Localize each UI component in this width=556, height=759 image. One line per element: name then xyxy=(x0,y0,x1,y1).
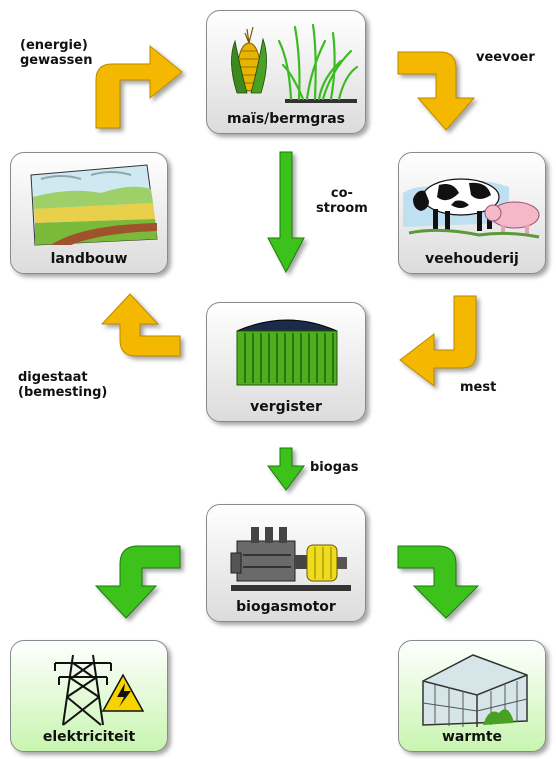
biogas-label: biogas xyxy=(310,460,359,475)
elektriciteit-node: elektriciteit xyxy=(10,640,168,752)
corn-grass-icon xyxy=(231,23,359,103)
mest-arrow xyxy=(399,295,477,388)
digestaat-arrow xyxy=(100,293,181,357)
cow-pig-icon xyxy=(403,178,540,239)
veehouderij-node: veehouderij xyxy=(398,152,546,274)
energie-gewassen-label: (energie) gewassen xyxy=(20,38,93,68)
biogasmotor-node: biogasmotor xyxy=(206,504,366,622)
mais-bermgras-label: maïs/bermgras xyxy=(227,111,345,127)
biogasmotor-label: biogasmotor xyxy=(236,599,336,615)
mest-label: mest xyxy=(460,380,497,395)
veevoer-arrow xyxy=(397,51,476,131)
power-pylon-icon xyxy=(54,654,145,726)
elektriciteit-label: elektriciteit xyxy=(42,729,136,745)
engine-generator-icon xyxy=(230,527,351,591)
energie-gewassen-arrow xyxy=(95,44,183,129)
co-stroom-arrow xyxy=(267,151,305,274)
biogas-arrow xyxy=(267,447,305,491)
digestaat-label: digestaat (bemesting) xyxy=(18,370,108,400)
co-stroom-label: co- stroom xyxy=(316,186,368,216)
landbouw-label: landbouw xyxy=(50,251,128,267)
landbouw-node: landbouw xyxy=(10,152,168,274)
warmte-arrow xyxy=(397,545,480,619)
veehouderij-label: veehouderij xyxy=(425,251,519,267)
digester-tank-icon xyxy=(236,319,338,386)
mais-bermgras-node: maïs/bermgras xyxy=(206,10,366,134)
greenhouse-icon xyxy=(422,654,528,727)
warmte-label: warmte xyxy=(441,729,503,745)
vergister-label: vergister xyxy=(250,399,322,415)
farmland-landscape-icon xyxy=(30,164,158,246)
vergister-node: vergister xyxy=(206,302,366,422)
warmte-node: warmte xyxy=(398,640,546,752)
veevoer-label: veevoer xyxy=(476,50,535,65)
elektriciteit-arrow xyxy=(94,545,181,619)
